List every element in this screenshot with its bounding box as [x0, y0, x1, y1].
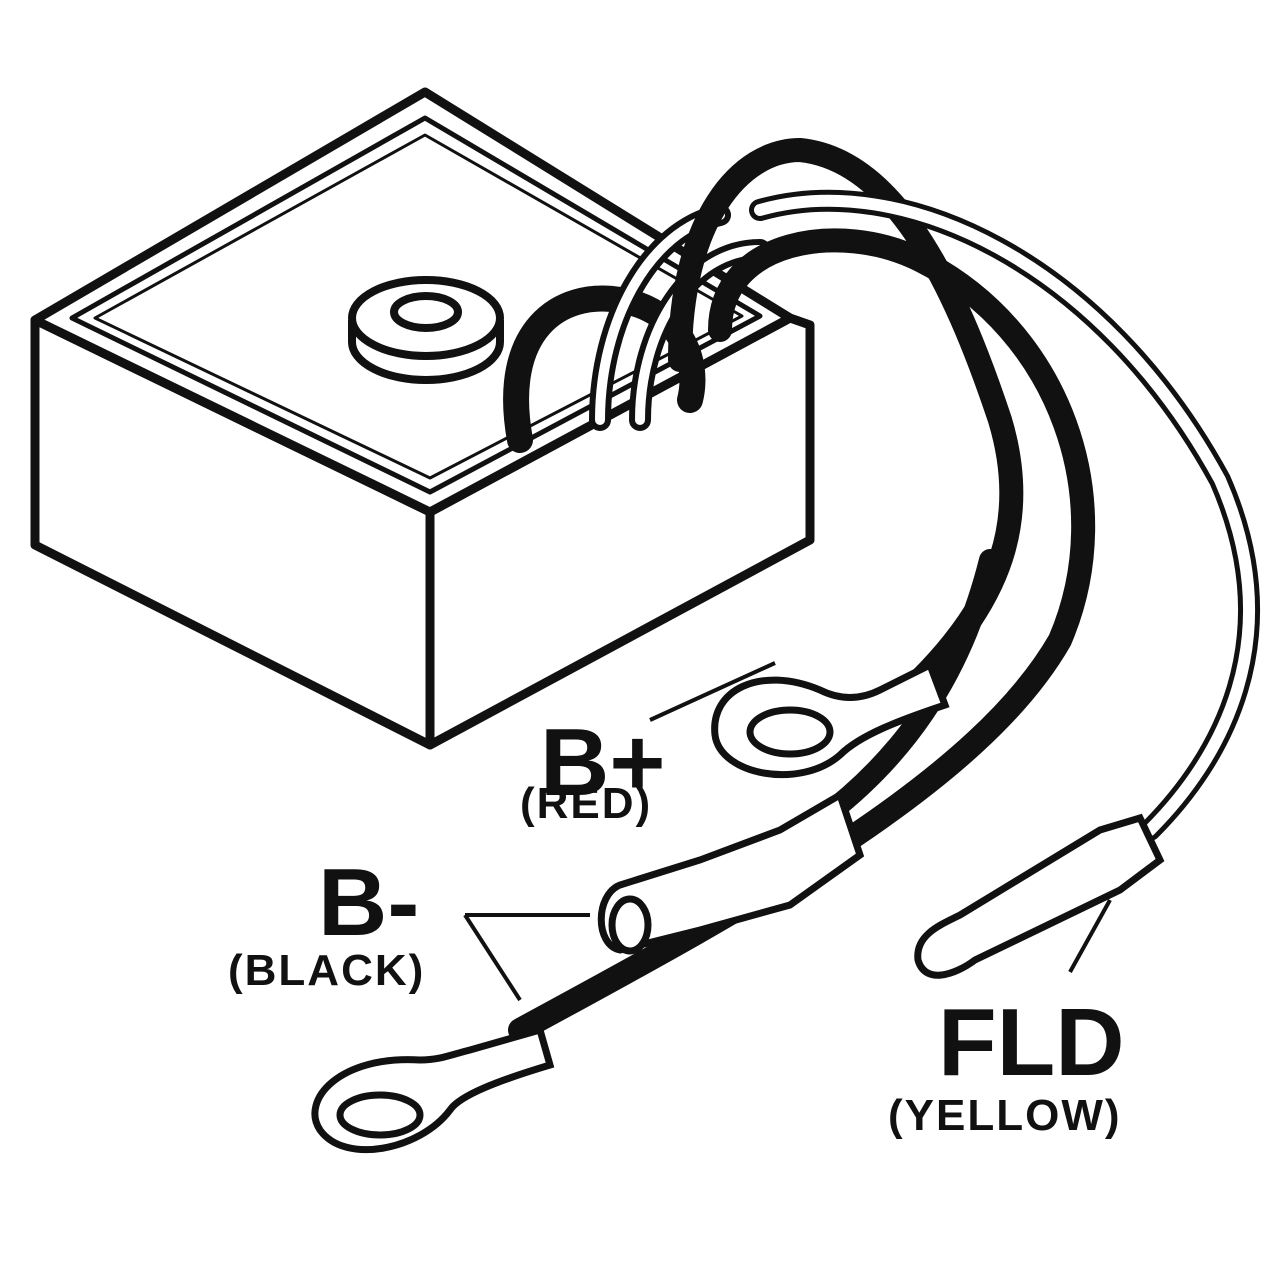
regulator-box: [30, 87, 815, 750]
wire-fld-inner: [754, 194, 1255, 836]
terminals: [311, 660, 1165, 1154]
leader-lines: [463, 661, 1112, 1002]
label-b-plus-color: (RED): [520, 779, 652, 828]
label-b-minus: B-: [318, 849, 419, 956]
label-b-plus: B+: [540, 709, 665, 816]
label-fld: FLD: [938, 989, 1125, 1096]
ring-terminal-b-plus: [711, 660, 950, 779]
bullet-terminal-fld: [914, 813, 1165, 979]
label-b-minus-color: (BLACK): [228, 946, 425, 995]
wires: [503, 137, 1260, 1042]
mounting-knob: [348, 276, 504, 384]
spade-terminal-b-minus: [597, 789, 865, 954]
wire-b-plus: [668, 137, 1024, 692]
label-fld-color: (YELLOW): [888, 1091, 1122, 1140]
